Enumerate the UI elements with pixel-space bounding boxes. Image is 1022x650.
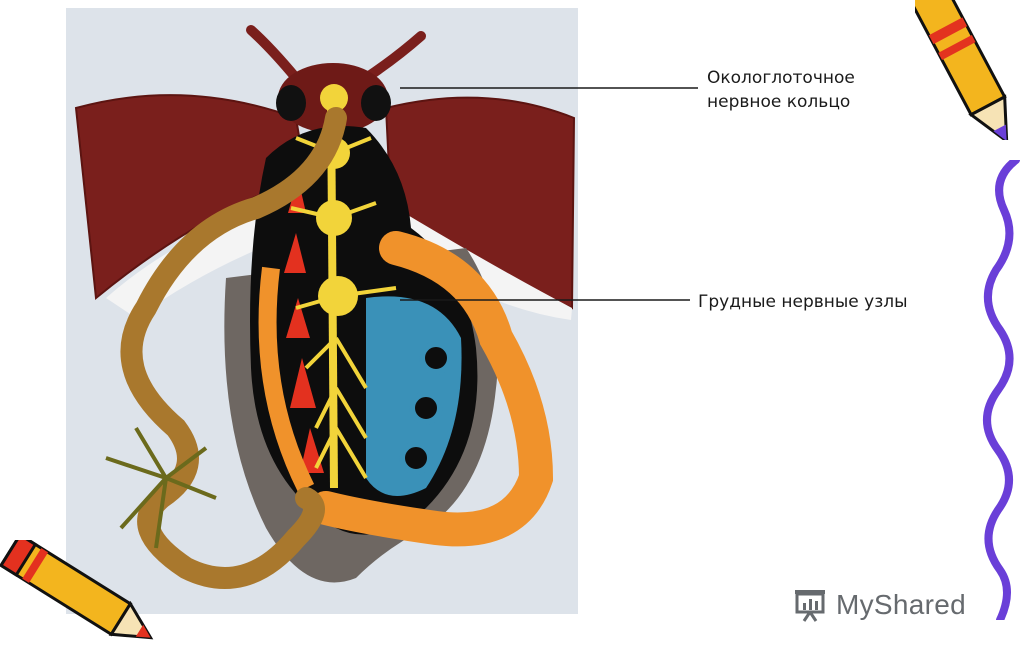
pharyngeal-ring-label-line2: нервное кольцо [707, 90, 855, 114]
thoracic-ganglia-label: Грудные нервные узлы [698, 290, 908, 314]
presentation-icon [792, 587, 828, 623]
watermark-text: MyShared [836, 589, 966, 621]
decorative-wavy-border [970, 160, 1022, 620]
watermark: MyShared [792, 585, 966, 625]
pharyngeal-ring-label: Окологлоточное нервное кольцо [707, 66, 855, 114]
pharyngeal-ring-label-line1: Окологлоточное [707, 66, 855, 90]
pencil-icon [915, 0, 1022, 140]
pencil-icon [0, 540, 170, 650]
